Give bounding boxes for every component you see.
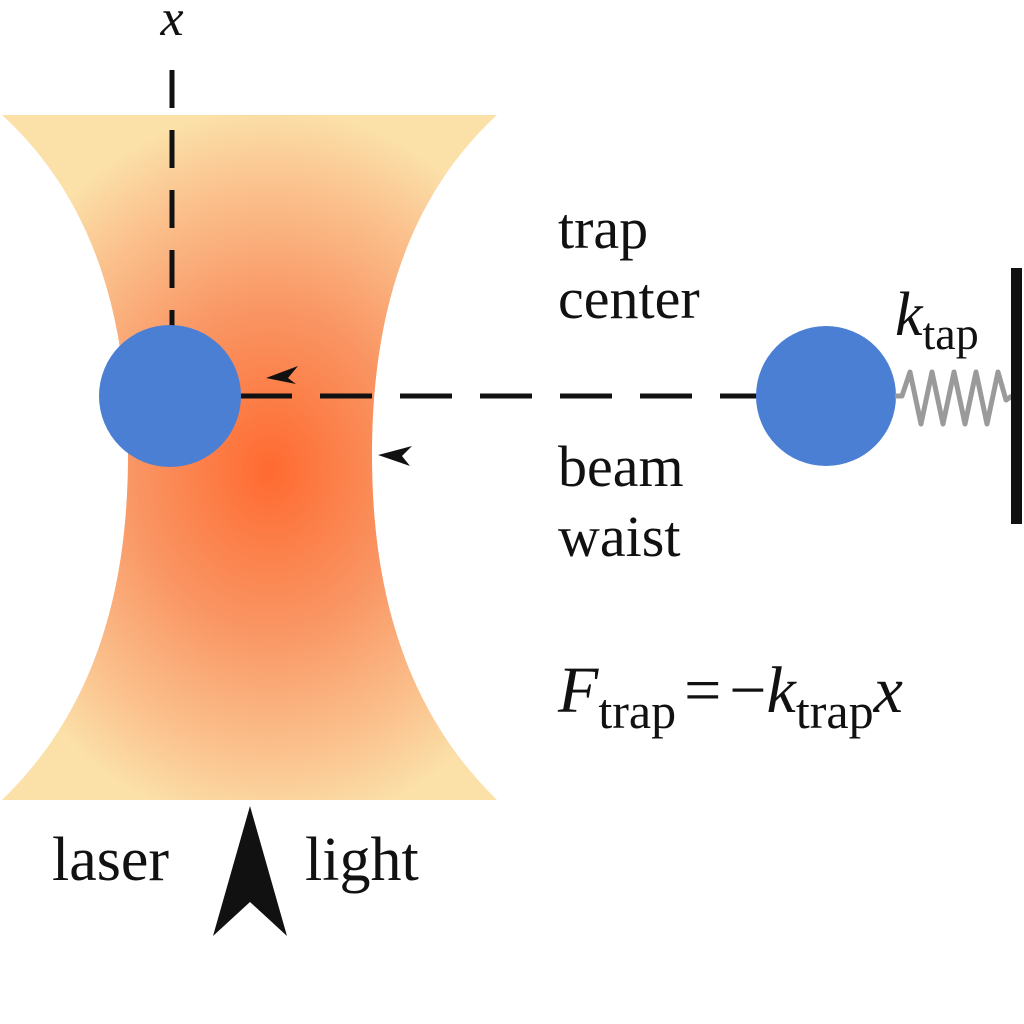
equation-equals: = (684, 654, 721, 727)
x-axis-label: x (159, 0, 183, 47)
spring-constant-k: k (895, 281, 924, 349)
displaced-particle (756, 326, 896, 466)
beam-waist-label-line1: beam (558, 434, 684, 499)
laser-direction-arrow-icon (213, 806, 287, 936)
trapped-particle (99, 325, 241, 467)
equation-force: F (557, 654, 599, 727)
trap-center-arrow-icon (266, 366, 298, 384)
equation-k-subscript: trap (796, 683, 874, 739)
spring-constant-subscript: tap (923, 308, 979, 359)
laser-label-right: light (305, 826, 419, 894)
laser-beam (2, 115, 497, 800)
wall (1011, 268, 1022, 524)
equation-x: x (873, 654, 903, 727)
spring-constant-label: ktap (895, 281, 979, 359)
trap-center-label-line1: trap (558, 196, 648, 261)
beam-waist-arrow-icon (378, 446, 412, 466)
trap-force-equation: Ftrap=−ktrapx (557, 654, 903, 739)
equation-minus: − (729, 654, 766, 727)
spring-icon (895, 369, 1014, 427)
laser-label-left: laser (52, 826, 169, 894)
equation-force-subscript: trap (598, 683, 676, 739)
equation-k: k (767, 654, 798, 727)
beam-waist-label-line2: waist (558, 504, 680, 569)
trap-center-label-line2: center (558, 266, 700, 331)
